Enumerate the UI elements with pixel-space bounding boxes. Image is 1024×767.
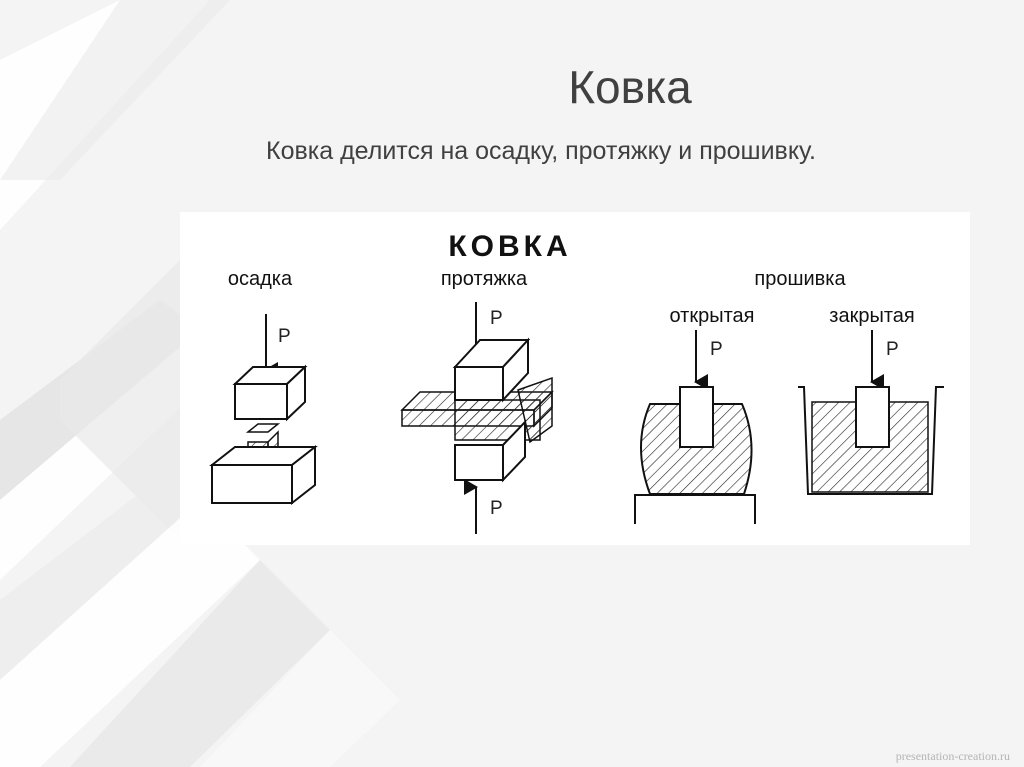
label-closed: закрытая	[829, 305, 914, 327]
lower-die-drawing	[454, 419, 526, 483]
forging-diagram: КОВКА осадка P протяжка P	[180, 212, 970, 545]
label-piercing: прошивка	[754, 268, 846, 290]
punch-closed	[855, 386, 890, 448]
slide-title: Ковка	[568, 61, 692, 113]
lower-die-upsetting	[209, 444, 318, 506]
slide-subtitle: Ковка делится на осадку, протяжку и прош…	[266, 137, 816, 165]
watermark: presentation-creation.ru	[895, 749, 1010, 763]
punch-open	[679, 386, 714, 448]
label-upsetting: осадка	[228, 268, 293, 290]
workpiece-drawing	[400, 376, 554, 444]
forging-diagram-svg: КОВКА осадка P протяжка P	[209, 230, 944, 534]
force-label-closed: P	[886, 339, 899, 360]
diagram-title: КОВКА	[448, 230, 571, 263]
upper-die-upsetting	[232, 364, 308, 422]
force-label-drawing-top: P	[490, 308, 503, 329]
label-open: открытая	[670, 305, 755, 327]
anvil-open	[634, 494, 756, 524]
die-closed	[798, 386, 944, 495]
force-label-open: P	[710, 339, 723, 360]
force-label-drawing-bottom: P	[490, 498, 503, 519]
force-label-upsetting: P	[278, 326, 291, 347]
label-drawing: протяжка	[441, 268, 528, 290]
upper-die-drawing	[452, 337, 531, 403]
